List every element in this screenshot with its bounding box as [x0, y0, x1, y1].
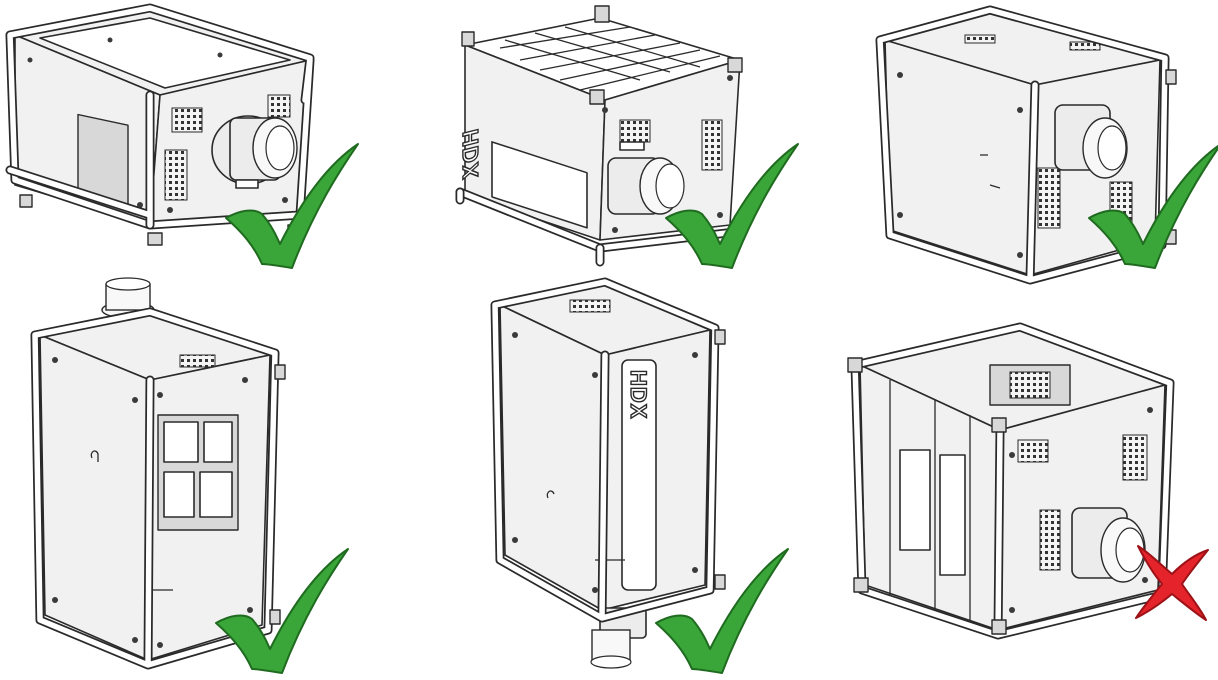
orientation-ceiling-mount: HDX	[440, 0, 820, 280]
projector-lens-down-illustration: HDX	[490, 277, 726, 669]
orientation-lens-up	[0, 277, 380, 677]
check-icon	[215, 548, 349, 674]
check-icon	[655, 548, 789, 674]
projector-table-mount-illustration	[5, 3, 315, 246]
check-icon	[225, 143, 359, 269]
cross-icon	[1135, 545, 1209, 621]
projector-side-right-illustration	[847, 322, 1175, 640]
orientation-side-left	[870, 0, 1218, 285]
orientation-table-mount	[0, 0, 380, 280]
check-icon	[665, 143, 799, 269]
brand-label: HDX	[626, 370, 651, 419]
orientation-lens-down: HDX	[470, 277, 830, 677]
check-icon	[1088, 144, 1218, 269]
projector-lens-up-illustration	[30, 277, 286, 670]
brand-label: HDX	[458, 127, 483, 183]
orientation-side-right	[840, 310, 1218, 677]
projector-ceiling-mount-illustration: HDX	[455, 5, 743, 267]
